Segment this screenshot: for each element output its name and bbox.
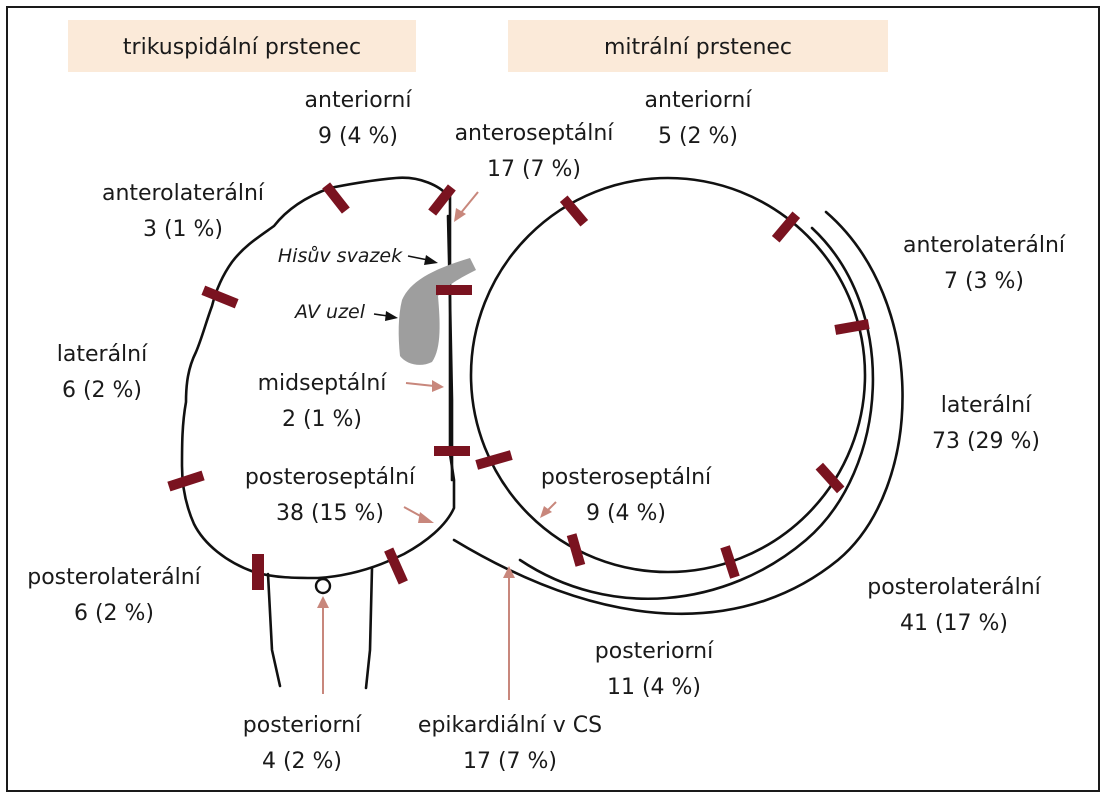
pointer-arrows xyxy=(317,191,557,700)
mitral-posterolateral-name: posterolaterální xyxy=(867,575,1041,600)
his-bundle-label: Hisův svazek xyxy=(278,245,403,267)
marker-posterior-mitral xyxy=(720,545,740,579)
marker-anterolateral-mitral xyxy=(771,211,801,243)
marker-his xyxy=(436,285,472,295)
marker-lateral-tricuspid xyxy=(167,470,205,492)
tricuspid-posterolateral-value: 6 (2 %) xyxy=(74,601,154,626)
mitral-header-box xyxy=(508,20,888,72)
av-node-label: AV uzel xyxy=(293,301,366,323)
tricuspid-annulus-outline xyxy=(180,176,456,580)
mitral-header: mitrální prstenec xyxy=(604,35,792,60)
figure-frame xyxy=(6,6,1100,792)
marker-posteroseptal-mitral xyxy=(566,533,586,567)
marker-anterior-mitral xyxy=(559,195,589,227)
marker-posterolateral-tricuspid xyxy=(252,554,264,590)
tricuspid-lateral-value: 6 (2 %) xyxy=(62,378,142,403)
tricuspid-posteroseptal-name: posteroseptální xyxy=(245,465,416,490)
epicardial-value: 17 (7 %) xyxy=(463,749,557,774)
marker-anteroseptal xyxy=(428,184,456,216)
posterior-vein-right xyxy=(364,566,374,690)
marker-posterior-tricuspid xyxy=(384,547,408,585)
marker-anterior-tricuspid xyxy=(322,182,350,214)
mitral-posterior-name: posteriorní xyxy=(595,639,714,664)
marker-midseptal xyxy=(434,446,470,456)
marker-anterolateral-tricuspid xyxy=(201,285,239,309)
mitral-annulus-circle xyxy=(469,176,867,574)
anatomy-arrows xyxy=(373,255,438,321)
anteroseptal-name: anteroseptální xyxy=(455,121,615,146)
posterior-vein-left xyxy=(266,572,282,688)
mitral-anterior-value: 5 (2 %) xyxy=(658,124,738,149)
anteroseptal-value: 17 (7 %) xyxy=(487,157,581,182)
midseptal-value: 2 (1 %) xyxy=(282,407,362,432)
mitral-lateral-value: 73 (29 %) xyxy=(932,429,1040,454)
mitral-posteroseptal-value: 9 (4 %) xyxy=(586,501,666,526)
mitral-anterolateral-name: anterolaterální xyxy=(903,233,1066,258)
mitral-anterolateral-value: 7 (3 %) xyxy=(944,269,1024,294)
tricuspid-header-box xyxy=(68,20,416,72)
epicardial-name: epikardiální v CS xyxy=(418,713,602,738)
tricuspid-anterolateral-name: anterolaterální xyxy=(102,181,265,206)
tricuspid-posteroseptal-value: 38 (15 %) xyxy=(276,501,384,526)
mitral-posterolateral-value: 41 (17 %) xyxy=(900,611,1008,636)
mitral-posteroseptal-name: posteroseptální xyxy=(541,465,712,490)
tricuspid-posterior-value: 4 (2 %) xyxy=(262,749,342,774)
marker-posteroseptal-left xyxy=(475,450,513,470)
tricuspid-posterolateral-name: posterolaterální xyxy=(27,565,201,590)
tricuspid-anterolateral-value: 3 (1 %) xyxy=(143,217,223,242)
av-node-shape xyxy=(398,258,476,365)
mitral-lateral-name: laterální xyxy=(941,393,1032,418)
midseptal-name: midseptální xyxy=(258,371,388,396)
interatrial-septum-line xyxy=(446,214,454,482)
tricuspid-anterior-value: 9 (4 %) xyxy=(318,124,398,149)
marker-set xyxy=(167,182,870,590)
marker-posterolateral-mitral xyxy=(815,462,845,494)
tricuspid-header: trikuspidální prstenec xyxy=(123,35,361,60)
tricuspid-posterior-name: posteriorní xyxy=(243,713,362,738)
marker-lateral-mitral xyxy=(834,319,870,335)
mitral-anterior-name: anteriorní xyxy=(645,88,753,113)
coronary-sinus-outer xyxy=(452,210,904,616)
posterior-marker-circle xyxy=(314,577,332,595)
mitral-posterior-value: 11 (4 %) xyxy=(607,675,701,700)
tricuspid-lateral-name: laterální xyxy=(57,342,148,367)
tricuspid-anterior-name: anteriorní xyxy=(305,88,413,113)
